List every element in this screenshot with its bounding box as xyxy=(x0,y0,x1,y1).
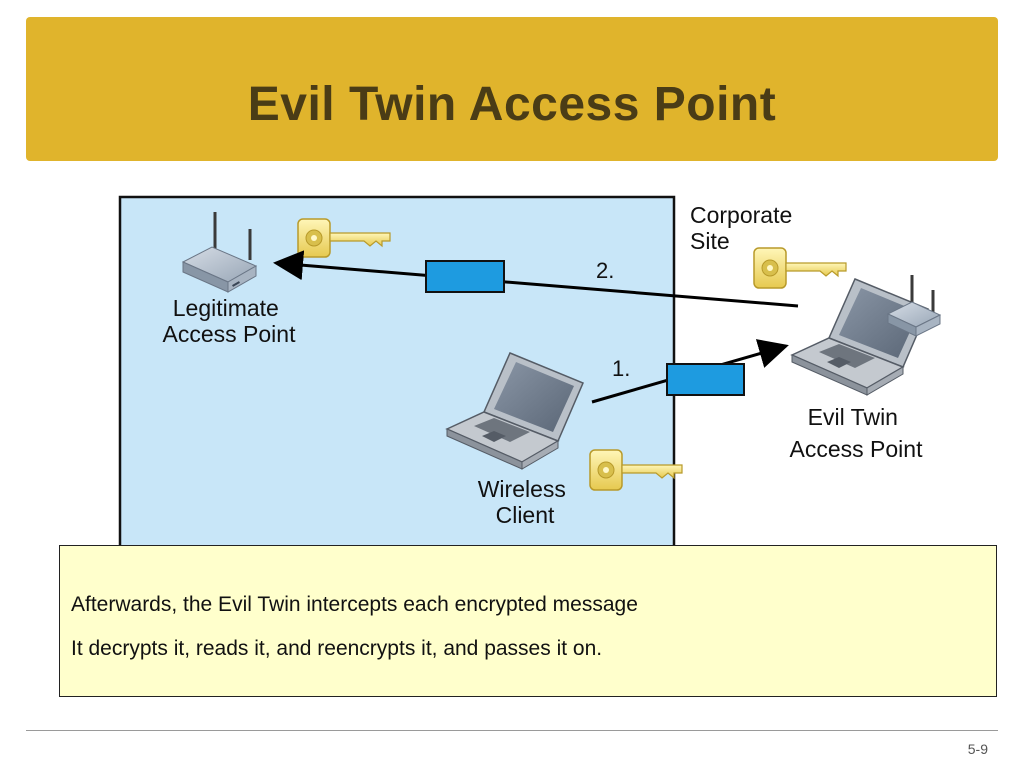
message-box-2 xyxy=(425,260,505,293)
note-box: Afterwards, the Evil Twin intercepts eac… xyxy=(59,545,997,697)
key-icon xyxy=(589,449,683,491)
slide-title: Evil Twin Access Point xyxy=(247,78,777,131)
footer-divider xyxy=(26,730,998,731)
page-number: 5-9 xyxy=(967,741,988,757)
step-1-label: 1. xyxy=(612,356,630,381)
evil-twin-laptop-icon xyxy=(790,278,929,396)
legit-ap-router-icon xyxy=(181,212,258,293)
key-icon xyxy=(297,218,391,258)
corporate-site-area xyxy=(118,195,676,559)
note-line: It decrypts it, reads it, and reencrypts… xyxy=(71,637,603,660)
message-box-1 xyxy=(666,363,745,396)
title-bar: Evil Twin Access Point xyxy=(26,17,998,161)
wireless-client-label: Wireless Client xyxy=(478,476,573,528)
corporate-site-label: Corporate Site xyxy=(690,202,799,254)
key-icon xyxy=(753,247,847,289)
arrow-evil-twin-to-legit-ap xyxy=(273,250,799,308)
step-2-label: 2. xyxy=(596,258,614,283)
legit-ap-label: Legitimate Access Point xyxy=(163,295,297,347)
wireless-client-laptop-icon xyxy=(445,352,584,470)
evil-twin-label: Evil Twin Access Point xyxy=(790,404,924,462)
note-line: Afterwards, the Evil Twin intercepts eac… xyxy=(71,593,638,616)
evil-twin-router-icon xyxy=(886,275,942,337)
